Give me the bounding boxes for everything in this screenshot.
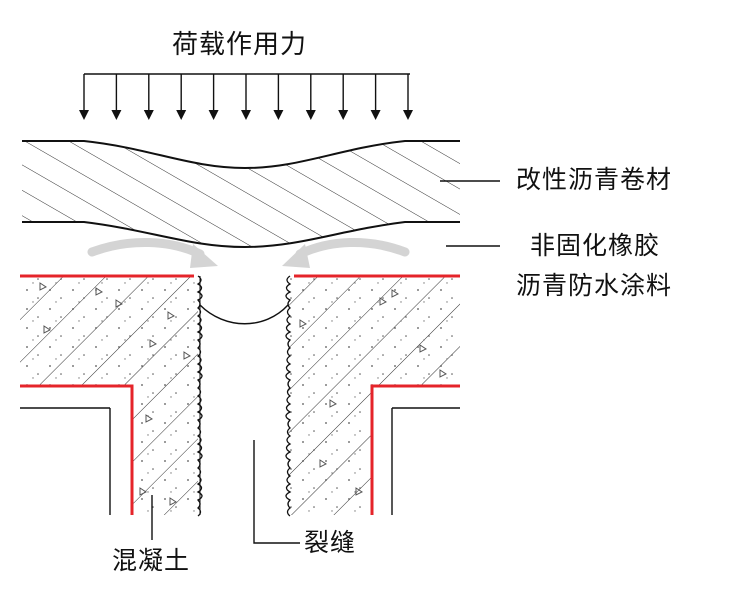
aggregate-mark: [145, 414, 153, 423]
load-arrow-head: [111, 110, 122, 120]
membrane-label: 改性沥青卷材: [516, 165, 673, 194]
aggregate-mark: [329, 399, 337, 408]
aggregate-mark: [319, 459, 327, 468]
crack-label: 裂缝: [304, 528, 357, 557]
concrete-left-crack-face: [196, 275, 203, 517]
load-arrow-head: [241, 110, 251, 120]
aggregate-mark: [169, 497, 177, 506]
flow-arrow-left: [87, 237, 205, 259]
coating-meniscus: [199, 304, 289, 325]
aggregate-mark: [39, 282, 47, 291]
aggregate-mark: [355, 487, 363, 496]
flow-arrowhead-left: [190, 244, 218, 268]
load-arrow-head: [273, 110, 284, 120]
load-arrow-head: [143, 110, 154, 120]
leader-crack: [253, 440, 300, 544]
aggregate-mark: [183, 351, 191, 360]
load-arrow-head: [176, 110, 187, 120]
load-arrow-head: [370, 110, 381, 120]
coating-line-left-lower: [20, 384, 134, 515]
membrane-fill: [22, 141, 460, 247]
aggregate-mark: [391, 289, 399, 298]
aggregate-mark: [439, 369, 447, 378]
concrete-block-right: [285, 275, 460, 517]
membrane-top-edge: [22, 140, 460, 170]
flow-arrow-right: [295, 237, 410, 259]
aggregate-mark: [299, 319, 307, 328]
leader-lines: [151, 180, 500, 544]
concrete-block-left: [20, 275, 203, 517]
load-arrow-head: [338, 110, 349, 120]
load-label: 荷载作用力: [172, 30, 308, 60]
aggregate-mark: [95, 287, 103, 296]
aggregate-mark: [139, 487, 147, 496]
coating-label-line2: 沥青防水涂料: [516, 271, 673, 300]
flow-arrowhead-right: [282, 244, 310, 268]
coating-red-lines: [20, 274, 460, 515]
aggregate-mark: [167, 311, 175, 320]
aggregate-mark: [43, 325, 51, 334]
load-arrow-head: [403, 110, 413, 120]
membrane-bottom-edge: [22, 221, 460, 249]
membrane-layer: [22, 140, 460, 249]
load-arrows: [79, 73, 413, 120]
aggregate-marks: [39, 282, 447, 506]
aggregate-mark: [379, 297, 387, 306]
aggregate-mark: [149, 339, 157, 348]
aggregate-mark: [115, 299, 123, 308]
coating-label-line1: 非固化橡胶: [530, 231, 661, 260]
load-arrow-head: [305, 110, 316, 120]
coating-flow-arrows: [87, 237, 410, 268]
concrete-right-crack-face: [285, 275, 292, 517]
coating-line-right-lower: [370, 384, 460, 515]
aggregate-mark: [419, 344, 427, 353]
load-arrow-head: [208, 110, 219, 120]
load-arrow-head: [79, 110, 89, 120]
concrete-label: 混凝土: [112, 546, 191, 575]
